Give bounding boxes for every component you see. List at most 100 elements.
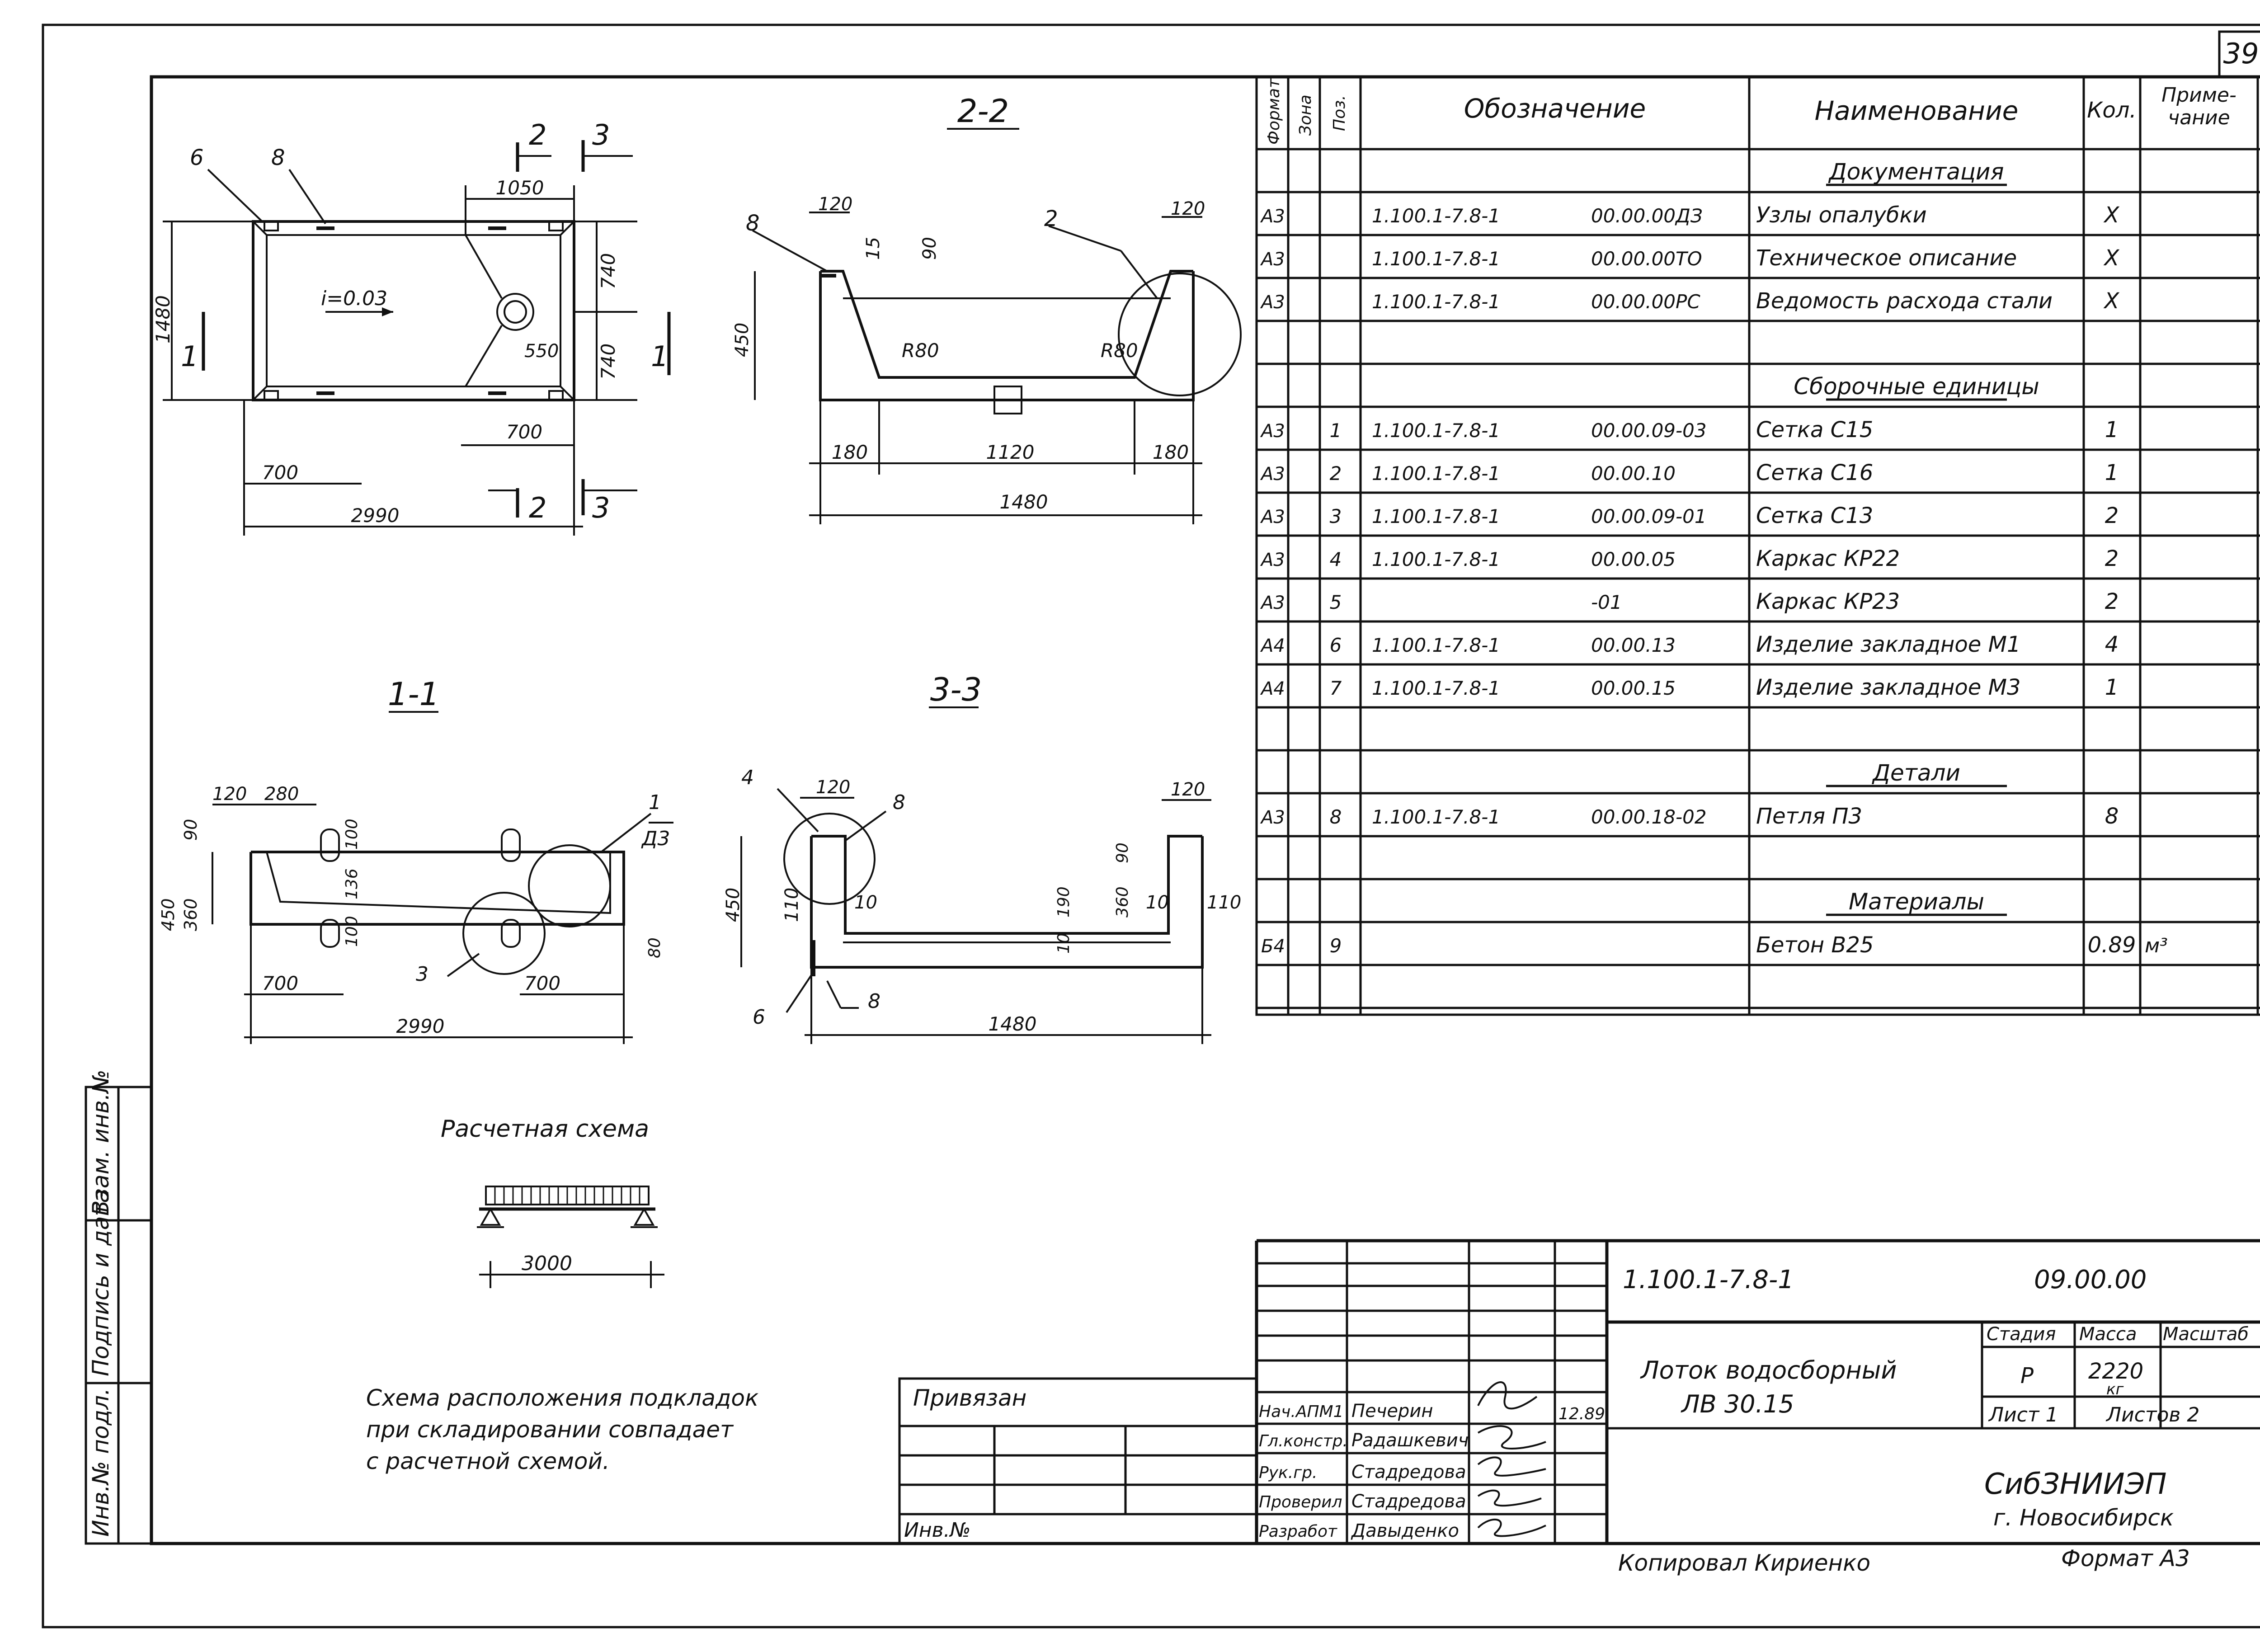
spec-cell-fmt: А3 [1260,507,1285,527]
spec-cell-name: Документация [1828,159,2004,185]
spec-cell-qty: 1 [2105,417,2119,442]
spec-cell-name: Детали [1872,760,1960,786]
tb-mass-unit: кг [2106,1380,2124,1398]
spec-cell-d1: 1.100.1-7.8-1 [1372,548,1500,570]
sec11-dim-120: 120 [212,784,247,805]
title-block [898,1239,2260,1545]
spec-cell-d2: 00.00.09-03 [1591,419,1707,442]
sec22-dim-180l: 180 [832,441,868,463]
sec11-dim-100b: 100 [343,916,361,947]
tb-scale-h: Масштаб [2163,1324,2249,1345]
sec33-title: 3-3 [930,671,982,708]
spec-cell-pos: 9 [1330,935,1342,957]
storage-note: Схема расположения подкладок при складир… [366,1385,758,1474]
sec11-dim-360: 360 [181,898,201,931]
calc-span: 3000 [522,1252,572,1275]
sec22-dim-450: 450 [732,323,753,357]
spec-cell-fmt: Б4 [1261,936,1285,957]
tb-name-5: Давыденко [1351,1520,1459,1541]
spec-cell-d1: 1.100.1-7.8-1 [1372,419,1500,442]
spec-cell-fmt: А4 [1260,678,1285,699]
sec33-dim-90: 90 [1113,842,1132,863]
sec33-dim-450: 450 [723,888,744,922]
spec-cell-fmt: А4 [1260,635,1285,656]
sec33-dim-110r: 110 [1207,892,1241,913]
spec-cell-pos: 4 [1330,548,1342,570]
spec-cell-pos: 3 [1330,505,1342,527]
spec-cell-d1: 1.100.1-7.8-1 [1372,634,1500,656]
sheet-number: 39 [2223,37,2259,70]
tb-sheets: Листов 2 [2105,1403,2199,1426]
spec-cell-note: м³ [2145,934,2168,957]
spec-cell-name: Ведомость расхода стали [1756,288,2053,314]
tb-name-4: Стадредова [1351,1491,1466,1512]
outer-border [42,24,2260,1628]
spec-h-zone: Зона [1296,94,1315,136]
tb-title2: ЛВ 30.15 [1681,1390,1794,1418]
plan-dim-1480: 1480 [152,295,174,344]
side-sign-date: Подпись и дата [88,1189,114,1376]
sec33-mark-6: 6 [753,1006,765,1029]
plan-cut-1-left: 1 [181,340,198,373]
title-block-text: 1.100.1-7.8-1 09.00.00 Лоток водосборный… [904,1265,2249,1576]
spec-cell-d1: 1.100.1-7.8-1 [1372,291,1500,313]
sec11-dim-90: 90 [181,819,201,841]
spec-cell-qty: 0.89 [2088,932,2136,958]
tb-title1: Лоток водосборный [1640,1356,1897,1384]
sec22-dim-120l: 120 [818,194,852,215]
plan-mark-6: 6 [190,145,204,170]
spec-h-pos: Поз. [1330,95,1349,131]
spec-cell-qty: 1 [2105,460,2119,485]
spec-cell-d2: 00.00.18-02 [1591,806,1707,828]
note-line-2: при складировании совпадает [366,1417,734,1443]
tb-code2: 09.00.00 [2034,1265,2147,1294]
spec-h-designation: Обозначение [1464,93,1646,124]
tb-stage: Р [2020,1363,2034,1388]
spec-cell-d2: 00.00.00РС [1591,291,1700,313]
note-line-1: Схема расположения подкладок [366,1385,758,1411]
tb-privyazan: Привязан [913,1385,1026,1411]
specification-table: Формат Зона Поз. Обозначение Наименовани… [1255,75,2260,1016]
tb-name-2: Радашкевич [1351,1430,1469,1451]
sec33-dim-10a: 10 [854,892,877,913]
section-3-3: 3-3 450 110 10 10 190 360 90 10 110 120 … [723,671,1241,1044]
tb-inv: Инв.№ [904,1519,970,1542]
plan-slope: i=0.03 [321,287,387,310]
spec-cell-pos: 8 [1330,806,1342,828]
plan-cut-2-top: 2 [529,118,546,151]
tb-role-4: Проверил [1259,1493,1342,1511]
sec33-dim-120r: 120 [1171,779,1205,800]
plan-dim-740a: 740 [597,253,619,289]
side-inv-podl: Инв.№ подл. [88,1388,114,1537]
sec11-dim-700l: 700 [262,972,298,994]
spec-h-qty: Кол. [2087,98,2136,123]
spec-h-name: Наименование [1815,95,2019,126]
sec22-dim-1120: 1120 [986,441,1035,463]
sec11-dim-100a: 100 [343,819,361,850]
sec22-dim-1480: 1480 [1000,491,1048,513]
sec33-dim-1480: 1480 [989,1013,1037,1035]
footer-format: Формат А3 [2061,1545,2190,1572]
sec11-dim-136: 136 [343,868,361,899]
tb-code: 1.100.1-7.8-1 [1623,1265,1794,1294]
sec33-dim-360: 360 [1113,886,1132,918]
tb-role-3: Рук.гр. [1259,1464,1317,1482]
tb-stage-h: Стадия [1987,1324,2056,1345]
spec-cell-fmt: А3 [1260,249,1285,270]
spec-cell-fmt: А3 [1260,421,1285,442]
tb-role-1: Нач.АПМ1 [1259,1403,1344,1421]
side-vzam-inv: Взам. инв.№ [88,1069,114,1216]
sec22-dim-120r: 120 [1171,198,1205,219]
spec-cell-d1: 1.100.1-7.8-1 [1372,205,1500,227]
tb-mass-h: Масса [2079,1324,2137,1345]
note-line-3: с расчетной схемой. [366,1448,610,1474]
spec-cell-d2: 00.00.09-01 [1591,505,1707,527]
sec11-dim-80: 80 [645,937,664,958]
sec33-mark-4: 4 [741,766,754,789]
sec33-dim-10c: 10 [1146,892,1169,913]
sec11-mark-3: 3 [416,963,428,986]
plan-cut-1-right: 1 [651,340,669,373]
sec11-mark-1: 1 [649,791,661,814]
section-2-2: 2-2 120 15 90 450 120 180 1120 180 1480 … [732,93,1242,524]
